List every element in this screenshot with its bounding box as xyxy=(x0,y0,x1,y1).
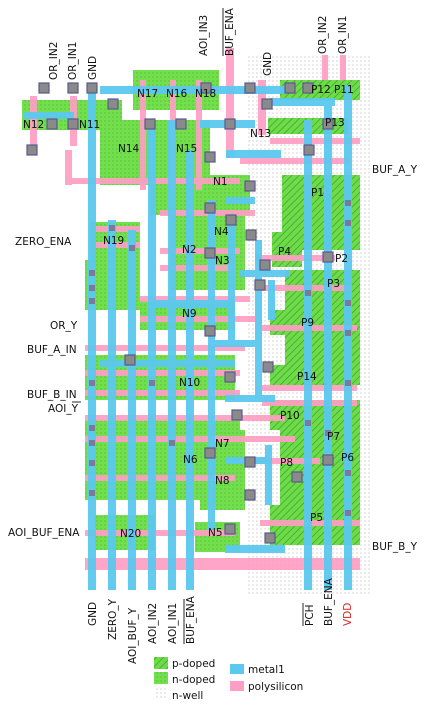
pin-label-bottom-pch-bar: PCH xyxy=(304,604,316,626)
legend-swatch-p-doped xyxy=(154,657,168,669)
legend-label-metal1: metal1 xyxy=(248,664,285,676)
pin-label-top-or-in2-2: OR_IN2 xyxy=(317,16,329,54)
device-N18: N18 xyxy=(195,88,216,100)
legend-label-n-doped: n-doped xyxy=(172,674,215,686)
legend-swatch-n-well xyxy=(154,688,168,700)
device-N14: N14 xyxy=(118,143,140,155)
pin-label-buf-a-y: BUF_A_Y xyxy=(372,164,418,176)
device-N10: N10 xyxy=(179,377,200,389)
device-N12: N12 xyxy=(23,119,44,131)
device-N2: N2 xyxy=(182,244,197,256)
pin-label-bottom-buf-ena-bar: BUF_ENA xyxy=(185,595,197,644)
legend-label-polysilicon: polysilicon xyxy=(248,681,303,693)
pin-label-bottom-aoi-buf-y: AOI_BUF_Y xyxy=(127,607,139,664)
device-N8: N8 xyxy=(215,475,230,487)
pin-label-top-or-in1: OR_IN1 xyxy=(67,42,79,80)
device-P2: P2 xyxy=(335,253,348,265)
pin-label-top-aoi-in3: AOI_IN3 xyxy=(198,15,210,56)
device-N1: N1 xyxy=(213,176,228,188)
device-N7: N7 xyxy=(215,438,230,450)
transistor-labels: N17 N16 N18 N12 N11 N13 N14 N15 N1 N19 N… xyxy=(23,84,354,540)
top-pin-labels: OR_IN2 OR_IN1 GND AOI_IN3 BUF_ENA GND OR… xyxy=(48,7,349,80)
device-N15: N15 xyxy=(176,143,197,155)
pin-label-top-or-in2: OR_IN2 xyxy=(48,42,60,80)
legend-swatch-metal1 xyxy=(230,664,244,674)
device-P8: P8 xyxy=(280,457,293,469)
device-P14: P14 xyxy=(297,371,317,383)
device-P10: P10 xyxy=(280,410,300,422)
pin-label-top-or-in1-2: OR_IN1 xyxy=(337,16,349,54)
device-N5: N5 xyxy=(208,527,223,539)
device-P1: P1 xyxy=(311,187,324,199)
device-P11: P11 xyxy=(334,84,354,96)
device-N11: N11 xyxy=(79,119,100,131)
device-N4: N4 xyxy=(214,226,229,238)
device-N19: N19 xyxy=(103,235,124,247)
pin-label-buf-b-in: BUF_B_IN xyxy=(27,389,77,401)
device-N6: N6 xyxy=(183,454,198,466)
device-P4: P4 xyxy=(278,246,291,258)
legend: p-doped n-doped n-well metal1 polysilico… xyxy=(154,657,303,702)
pin-label-top-buf-ena-bar: BUF_ENA xyxy=(224,7,236,56)
pin-label-or-y: OR_Y xyxy=(50,320,78,332)
pin-label-top-gnd: GND xyxy=(87,56,99,80)
bottom-pin-labels: GND ZERO_Y AOI_BUF_Y AOI_IN2 AOI_IN1 BUF… xyxy=(87,577,354,664)
device-P5: P5 xyxy=(310,512,323,524)
pin-label-bottom-buf-ena: BUF_ENA xyxy=(323,577,335,626)
pin-label-top-gnd-2: GND xyxy=(262,52,274,76)
pin-label-zero-ena: ZERO_ENA xyxy=(15,236,72,248)
device-P6: P6 xyxy=(341,452,354,464)
contacts xyxy=(26,82,334,544)
device-N13: N13 xyxy=(250,128,271,140)
device-P13: P13 xyxy=(325,117,345,129)
legend-label-n-well: n-well xyxy=(172,690,203,702)
legend-label-p-doped: p-doped xyxy=(172,658,215,670)
device-P9: P9 xyxy=(301,317,314,329)
pin-label-buf-a-in: BUF_A_IN xyxy=(27,344,77,356)
pin-label-bottom-gnd: GND xyxy=(87,602,99,626)
metal1-layer xyxy=(24,85,352,590)
device-N9: N9 xyxy=(182,308,197,320)
pin-label-bottom-aoi-in2: AOI_IN2 xyxy=(147,603,159,644)
device-N17: N17 xyxy=(137,88,158,100)
pin-label-bottom-zero-y: ZERO_Y xyxy=(107,598,119,640)
left-pin-labels: ZERO_ENA OR_Y BUF_A_IN BUF_B_IN AOI_Y AO… xyxy=(8,236,81,539)
device-N20: N20 xyxy=(120,528,141,540)
device-N16: N16 xyxy=(166,88,188,100)
right-pin-labels: BUF_A_Y BUF_B_Y xyxy=(372,164,418,553)
pin-label-buf-b-y: BUF_B_Y xyxy=(372,541,418,553)
legend-swatch-n-doped xyxy=(154,672,168,684)
legend-swatch-polysilicon xyxy=(230,681,244,691)
device-N3: N3 xyxy=(215,255,230,267)
device-P3: P3 xyxy=(327,278,340,290)
device-P12: P12 xyxy=(311,84,331,96)
diffusion-contact-dots xyxy=(89,200,351,516)
pin-label-bottom-vdd: VDD xyxy=(342,603,354,626)
pin-label-aoi-y-bar: AOI_Y xyxy=(48,403,79,415)
pin-label-bottom-aoi-in1: AOI_IN1 xyxy=(167,603,179,644)
device-P7: P7 xyxy=(327,431,340,443)
pin-label-aoi-buf-ena: AOI_BUF_ENA xyxy=(8,527,80,539)
